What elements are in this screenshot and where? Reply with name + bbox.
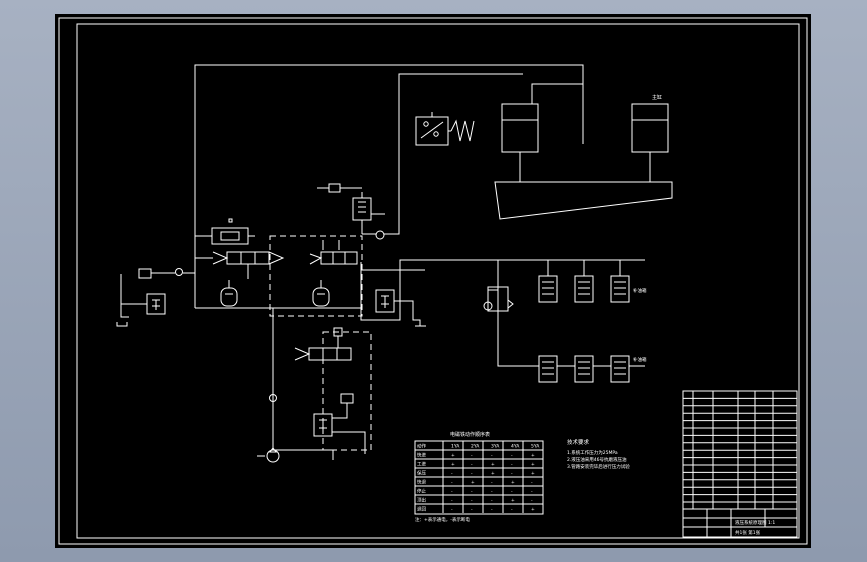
table-header-cell: 5YA [531, 444, 540, 450]
cylinder-label: 主缸 [652, 94, 662, 101]
table-cell: - [531, 490, 533, 495]
table-cell: + [451, 462, 455, 468]
table-cell: - [451, 472, 453, 477]
table-header-cell: 1YA [451, 444, 460, 450]
table-cell: 退回 [417, 506, 426, 513]
pump-block-dashed [322, 331, 372, 451]
table-cell: 快退 [417, 479, 426, 486]
tank-label-1: 补油箱 [633, 287, 647, 294]
outer-frame [58, 17, 808, 545]
table-cell: - [511, 454, 513, 459]
table-cell: - [511, 490, 513, 495]
table-cell: - [471, 472, 473, 477]
table-cell: + [531, 453, 535, 459]
main-cylinder-right [631, 103, 669, 182]
table-cell: - [511, 472, 513, 477]
relief-valve-lower [313, 393, 366, 454]
table-cell: - [491, 499, 493, 504]
table-cell: - [471, 499, 473, 504]
table-cell: - [451, 490, 453, 495]
filter-group-bottom [527, 355, 645, 383]
table-cell: - [451, 508, 453, 513]
cylinder-link-pipe [520, 83, 584, 105]
parts-list [682, 390, 798, 510]
table-cell: - [531, 499, 533, 504]
press-ram [494, 181, 673, 220]
table-cell: - [471, 454, 473, 459]
table-cell: 顶出 [417, 497, 426, 504]
note-2: 2.液压油采用46号抗磨液压油 [567, 456, 627, 463]
inner-frame [76, 23, 800, 539]
check-valve-top [362, 199, 400, 240]
table-header-cell: 4YA [511, 444, 520, 450]
pressure-relay-valve [415, 112, 475, 146]
relief-valve-top [317, 183, 385, 234]
table-cell: - [511, 508, 513, 513]
table-cell: + [451, 453, 455, 459]
relief-valve-left [116, 268, 195, 327]
note-3: 3.管路安装完毕后进行压力试验 [567, 463, 630, 470]
table-cell: - [471, 508, 473, 513]
table-cell: + [531, 471, 535, 477]
main-cylinder-left [501, 103, 539, 182]
table-cell: 保压 [417, 470, 426, 477]
solenoid-valve-lower [294, 327, 352, 361]
directional-valve-1 [195, 218, 255, 245]
table-title: 电磁铁动作顺序表 [450, 431, 490, 438]
table-cell: - [491, 481, 493, 486]
table-header-cell: 2YA [471, 444, 480, 450]
table-note: 注：+表示通电，-表示断电 [415, 516, 470, 523]
table-cell: + [511, 498, 515, 504]
solenoid-action-table: 电磁铁动作顺序表 动作 1YA 2YA 3YA 4YA 5YA 快进 + - - - + 工进 + - + - +… [414, 431, 544, 523]
note-1: 1.系统工作压力为25MPa [567, 449, 618, 456]
table-header-cell: 动作 [417, 443, 426, 450]
solenoid-valve-left [195, 251, 285, 279]
table-cell: - [491, 490, 493, 495]
table-header-cell: 3YA [491, 444, 500, 450]
table-cell: + [531, 462, 535, 468]
accumulator-2 [312, 280, 330, 307]
table-cell: - [451, 481, 453, 486]
hydraulic-schematic: 主缸 [58, 17, 808, 545]
technical-notes: 技术要求 1.系统工作压力为25MPa 2.液压油采用46号抗磨液压油 3.管路… [567, 438, 630, 470]
table-cell: - [491, 454, 493, 459]
title-block: 液压系统原理图 1:1 共1张 第1张 [682, 508, 798, 538]
filter-group-top [538, 260, 630, 303]
table-cell: + [491, 471, 495, 477]
title-block-sheet: 共1张 第1张 [735, 529, 761, 536]
control-block-dashed [269, 235, 363, 317]
solenoid-valve-right [309, 240, 358, 265]
relief-valve-right [375, 289, 426, 327]
table-cell: 快进 [417, 452, 426, 459]
table-cell: + [471, 480, 475, 486]
pilot-branch [483, 260, 527, 367]
table-cell: 工进 [417, 461, 426, 468]
drawing-sheet: 主缸 [55, 14, 811, 548]
tank-label-2: 补油箱 [633, 356, 647, 363]
table-cell: - [511, 463, 513, 468]
table-cell: - [491, 508, 493, 513]
title-block-name: 液压系统原理图 [735, 519, 767, 526]
title-block-scale: 1:1 [768, 520, 775, 526]
table-cell: - [451, 499, 453, 504]
table-cell: - [471, 490, 473, 495]
table-cell: - [531, 481, 533, 486]
hydraulic-pump [257, 394, 280, 463]
table-cell: + [511, 480, 515, 486]
notes-title: 技术要求 [567, 438, 590, 446]
table-cell: + [491, 462, 495, 468]
table-cell: - [471, 463, 473, 468]
table-cell: + [531, 507, 535, 513]
table-cell: 停止 [417, 488, 426, 495]
accumulator-1 [220, 280, 238, 307]
top-pipelines [194, 64, 584, 254]
main-manifold [194, 236, 645, 460]
